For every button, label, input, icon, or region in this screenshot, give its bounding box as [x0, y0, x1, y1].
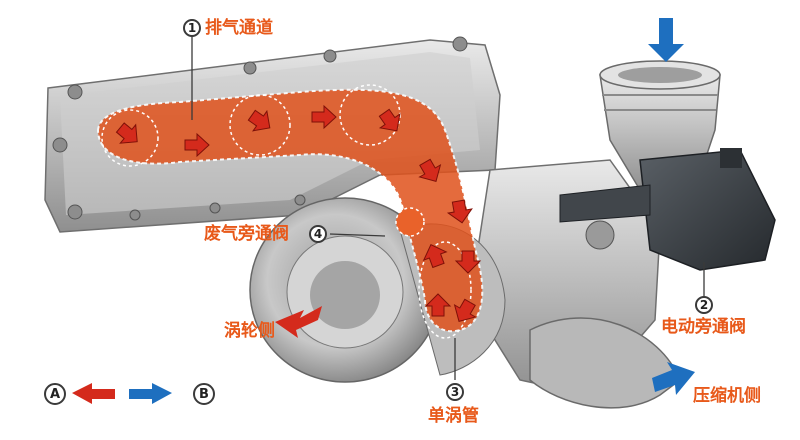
- callout-4-marker: 4: [309, 225, 327, 243]
- callout-3-marker: 3: [446, 383, 464, 401]
- compressor-outlet: [529, 317, 681, 409]
- wastegate-valve-label: 废气旁通阀: [204, 224, 289, 244]
- leader-lines: [191, 34, 705, 380]
- blue-down-arrow-icon: [648, 18, 684, 62]
- manifold-bolts: [52, 36, 468, 221]
- turbine-side-label: 涡轮侧: [224, 321, 275, 341]
- compressor-side-label: 压缩机侧: [693, 386, 761, 406]
- legend-b-marker: B: [193, 383, 215, 405]
- turbine-exit-arrow: [275, 306, 322, 338]
- red-left-arrow-icon: [72, 383, 115, 404]
- electric-actuator: [559, 148, 776, 271]
- exhaust-channel-label: 排气通道: [205, 18, 273, 38]
- electric-bypass-valve-label: 电动旁通阀: [661, 317, 746, 337]
- single-scroll-label: 单涡管: [428, 406, 479, 426]
- flow-direction-arrows: [115, 104, 482, 323]
- callout-1-marker: 1: [183, 19, 201, 37]
- callout-2-marker: 2: [695, 296, 713, 314]
- legend-a-marker: A: [44, 383, 66, 405]
- compressor-outlet-arrow: [652, 362, 695, 395]
- blue-right-arrow-icon: [129, 383, 172, 404]
